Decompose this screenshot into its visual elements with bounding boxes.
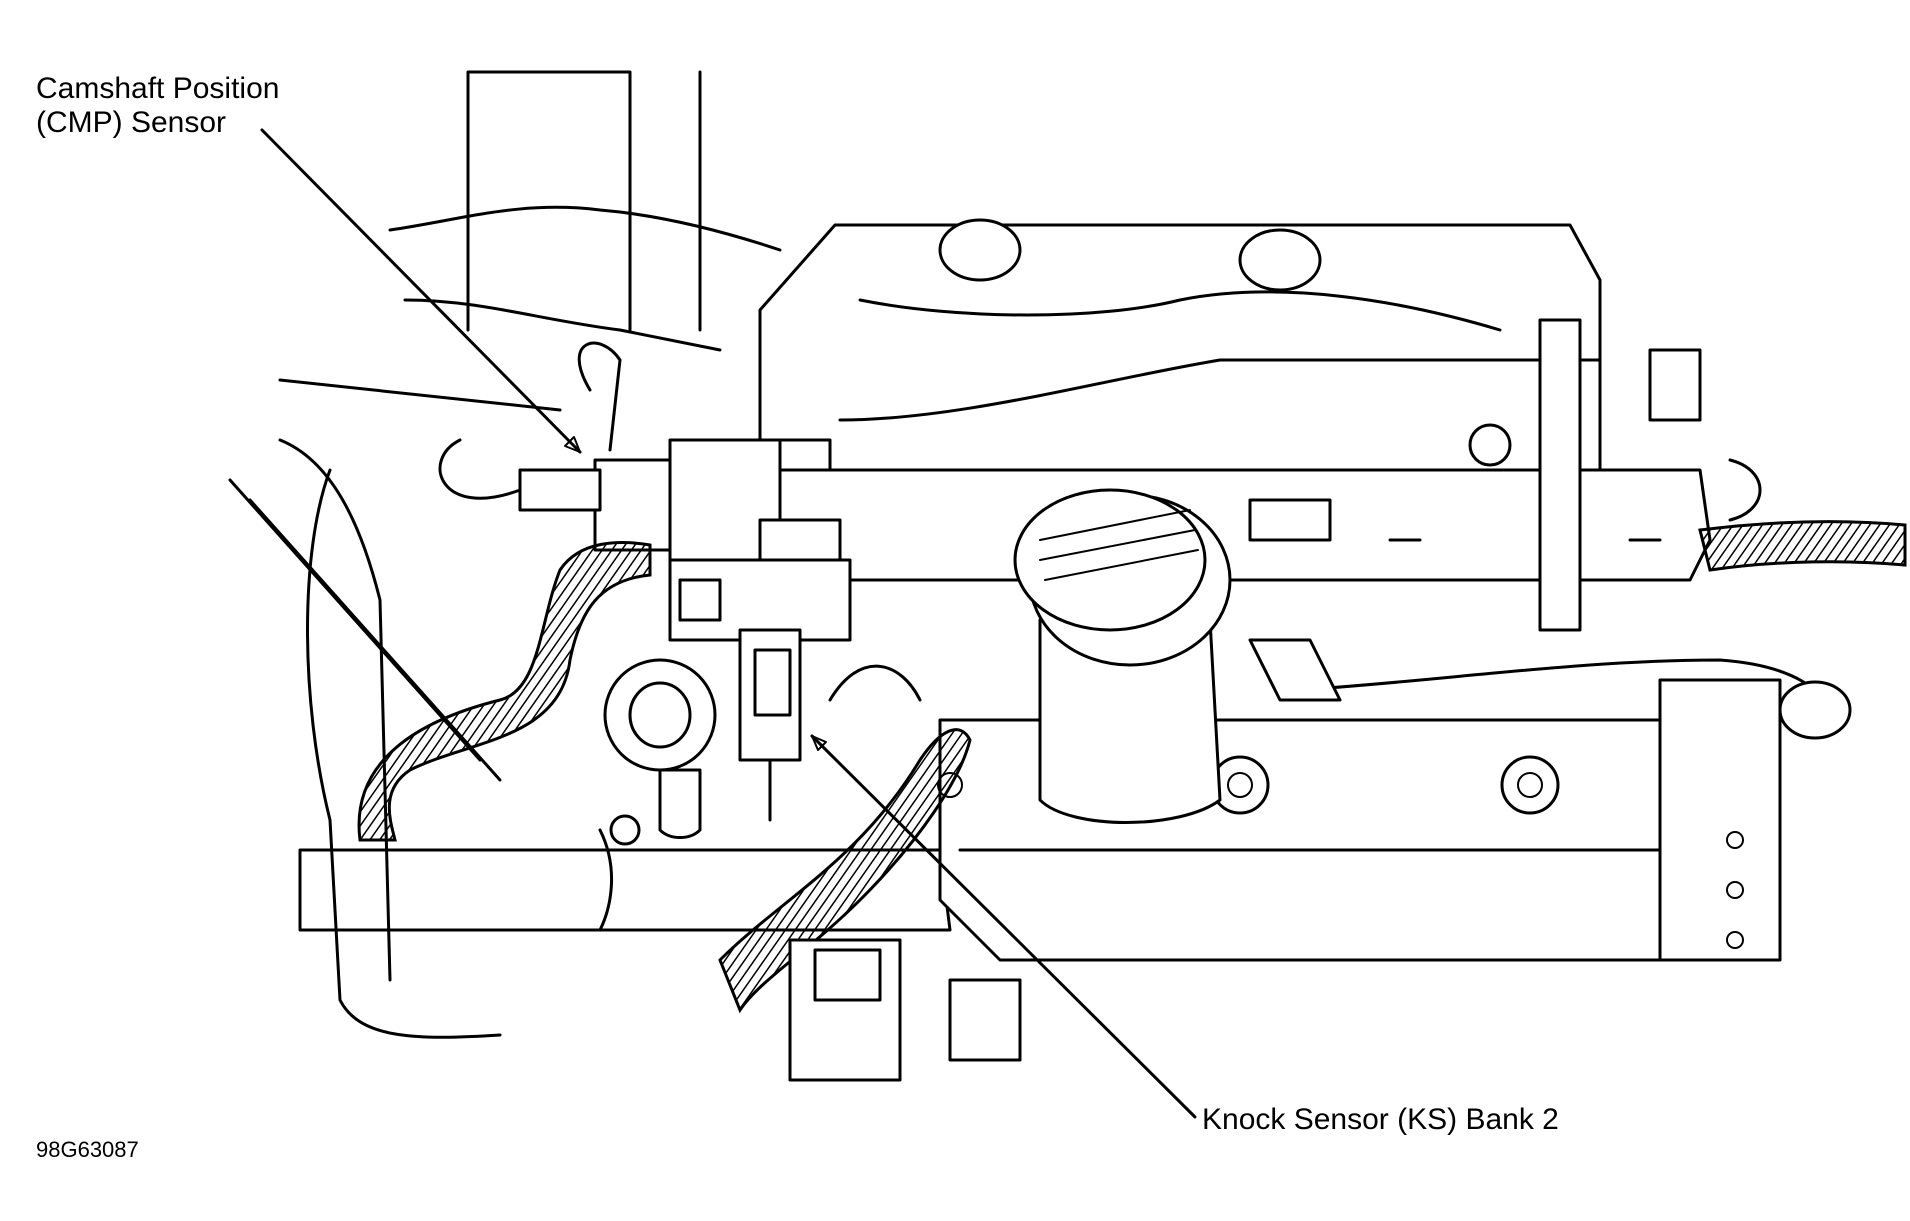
valve-cover bbox=[758, 218, 1602, 522]
figure-id: 98G63087 bbox=[36, 1137, 139, 1162]
cmp-sensor-assembly bbox=[438, 341, 852, 642]
dipstick-handle bbox=[603, 658, 717, 839]
oil-filler-cap bbox=[1013, 488, 1232, 824]
knock-sensor-callout: Knock Sensor (KS) Bank 2 bbox=[1202, 1103, 1559, 1136]
lower-connectors bbox=[598, 814, 1022, 1082]
callout-leaders bbox=[260, 128, 1197, 1119]
cmp-sensor-leader bbox=[260, 128, 582, 454]
ignition-coil bbox=[1248, 638, 1342, 702]
right-harness bbox=[1298, 458, 1907, 740]
cmp-sensor-label-line2: (CMP) Sensor bbox=[36, 106, 227, 139]
cmp-sensor-label-line1: Camshaft Position bbox=[36, 72, 280, 105]
knock-sensor-connector bbox=[738, 628, 802, 822]
cmp-sensor-callout: Camshaft Position (CMP) Sensor bbox=[36, 72, 279, 140]
knock-sensor-leader bbox=[810, 734, 1197, 1119]
engine-frame bbox=[228, 70, 952, 1039]
